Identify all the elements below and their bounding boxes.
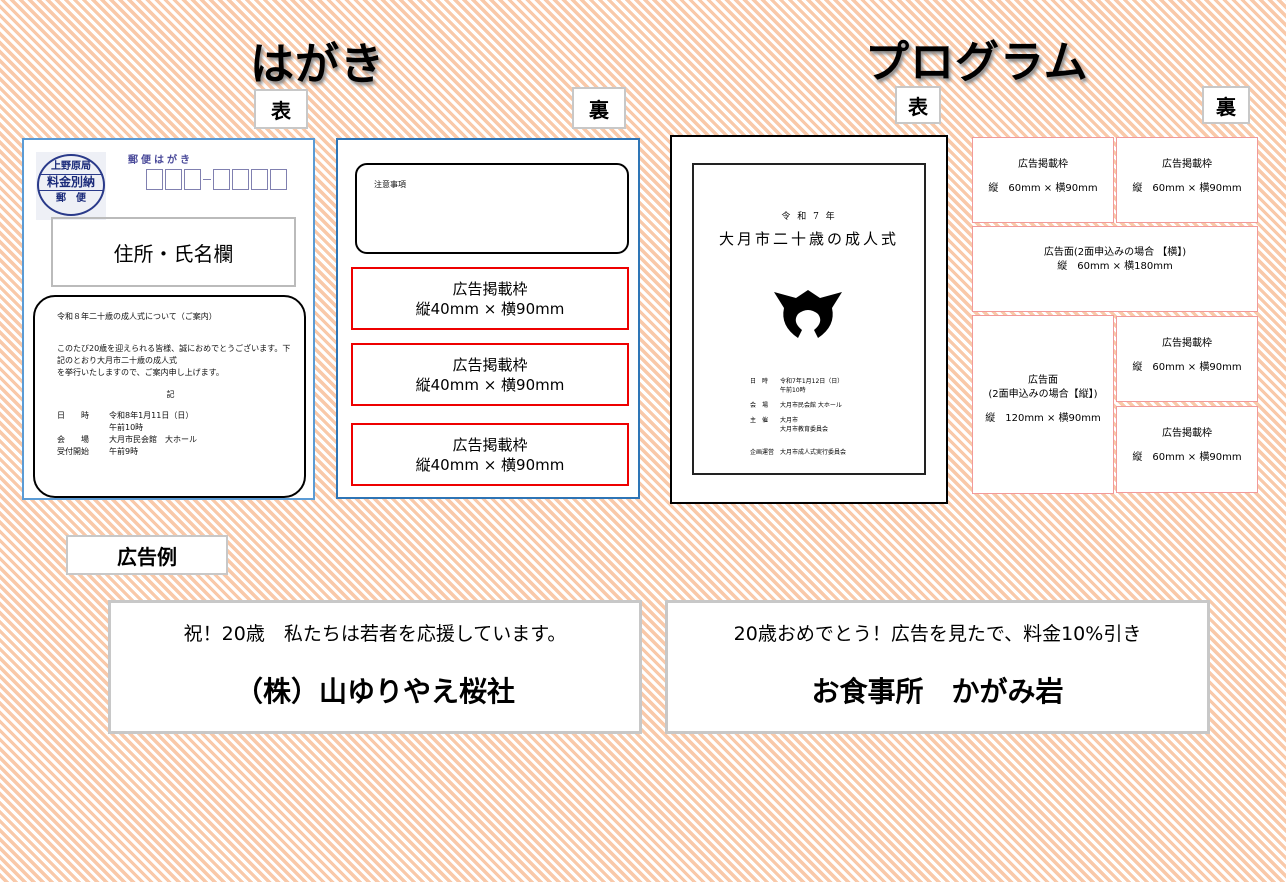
ad-frame-title: 広告掲載枠	[1018, 159, 1068, 170]
postage-stamp: 上野原局 料金別納 郵 便	[36, 152, 106, 220]
ad-example: 20歳おめでとう！広告を見たで、料金10%引き お食事所 かがみ岩	[665, 600, 1210, 734]
ad-frame-title: 広告掲載枠	[1162, 428, 1212, 439]
detail-key: 受付開始	[57, 447, 89, 456]
detail-value: 午前10時	[780, 387, 806, 394]
ad-frame-wide: 広告面(2面申込みの場合 【横】) 縦 60mm × 横180mm	[972, 226, 1258, 312]
detail-key: 会 場	[750, 402, 769, 409]
ad-frame: 広告掲載枠縦40mm × 横90mm	[351, 343, 629, 406]
detail-key	[750, 386, 780, 395]
detail-key: 主 催	[750, 417, 769, 424]
program-front-label: 表	[895, 86, 941, 124]
ad-frame-title: 広告掲載枠	[452, 436, 528, 454]
ad-example-sponsor: お食事所 かがみ岩	[811, 675, 1064, 708]
detail-row: 日 時 令和7年1月12日（日）	[750, 377, 846, 386]
detail-key: 日 時	[750, 378, 769, 385]
ad-frame: 広告掲載枠縦40mm × 横90mm	[351, 267, 629, 330]
detail-key	[57, 422, 109, 434]
detail-row: 日 時 令和8年1月11日（日）	[57, 410, 304, 422]
stamp-text: 郵 便	[56, 193, 86, 204]
detail-value: 大月市成人式実行委員会	[780, 449, 847, 456]
ad-frame-size: 縦40mm × 横90mm	[415, 376, 565, 394]
detail-value: 令和7年1月12日（日）	[780, 378, 844, 385]
program-year: 令 和 7 年	[781, 212, 837, 222]
city-emblem-icon	[774, 290, 842, 338]
detail-value: 令和8年1月11日（日）	[109, 411, 194, 420]
detail-value: 午前9時	[109, 447, 139, 456]
notes-box: 注意事項	[355, 163, 629, 254]
detail-key: 会 場	[57, 435, 89, 444]
ad-frame-title: 広告面(2面申込みの場合 【横】)	[1043, 247, 1187, 258]
hagaki-back: 注意事項 広告掲載枠縦40mm × 横90mm 広告掲載枠縦40mm × 横90…	[336, 138, 640, 499]
postal-code-boxes	[146, 169, 287, 190]
detail-row: 午前10時	[750, 386, 846, 395]
detail-row: 午前10時	[57, 422, 304, 434]
ad-frame-size: 縦 60mm × 横180mm	[1057, 261, 1173, 272]
notice-title: 令和８年二十歳の成人式について（ご案内）	[57, 312, 217, 321]
ad-frame-size: 縦 60mm × 横90mm	[1132, 452, 1242, 463]
ad-example-message: 20歳おめでとう！広告を見たで、料金10%引き	[733, 623, 1142, 645]
stamp-text: 料金別納	[39, 174, 103, 191]
program-title: プログラム	[865, 37, 1089, 88]
detail-row: 大月市教育委員会	[750, 425, 846, 434]
program-back-label: 裏	[1202, 86, 1250, 124]
detail-value: 午前10時	[109, 423, 144, 432]
stamp-text: 上野原局	[51, 161, 91, 172]
ad-frame: 広告掲載枠縦 60mm × 横90mm	[1116, 316, 1258, 402]
detail-key	[750, 425, 780, 434]
ki-label: 記	[166, 390, 175, 399]
program-event: 大月市二十歳の成人式	[718, 230, 899, 248]
notice-body: このたび20歳を迎えられる皆様、誠におめでとうございます。下記のとおり大月市二十…	[57, 344, 291, 365]
ad-frame-size: 縦 120mm × 横90mm	[985, 413, 1101, 424]
program-cover: 令 和 7 年 大月市二十歳の成人式 日 時 令和7年1月12日（日） 午前10時会…	[692, 163, 926, 475]
detail-value: 大月市教育委員会	[780, 426, 829, 433]
detail-row: 会 場 大月市民会館 大ホール	[750, 401, 846, 410]
ad-frame-size: 縦 60mm × 横90mm	[1132, 362, 1242, 373]
notes-label: 注意事項	[374, 180, 406, 189]
hagaki-back-label: 裏	[572, 87, 626, 129]
ad-frame-size: 縦 60mm × 横90mm	[1132, 183, 1242, 194]
detail-value: 大月市	[780, 417, 799, 424]
detail-value: 大月市民会館 大ホール	[780, 402, 842, 409]
hagaki-title: はがき	[250, 39, 385, 90]
ad-example-message: 祝！20歳 私たちは若者を応援しています。	[183, 623, 567, 645]
program-back: 広告掲載枠縦 60mm × 横90mm 広告掲載枠縦 60mm × 横90mm …	[970, 135, 1260, 497]
ad-frame-title: 広告掲載枠	[1162, 338, 1212, 349]
detail-row: 会 場 大月市民会館 大ホール	[57, 434, 304, 446]
hagaki-front: 上野原局 料金別納 郵 便 郵便はがき 住所・氏名欄 令和８年二十歳の成人式につ…	[22, 138, 315, 500]
notice-body: を挙行いたしますので、ご案内申し上げます。	[57, 368, 224, 377]
examples-label: 広告例	[66, 535, 228, 575]
ad-frame: 広告掲載枠縦 60mm × 横90mm	[1116, 137, 1258, 223]
ad-example-sponsor: （株）山ゆりやえ桜社	[234, 675, 515, 708]
hagaki-front-label: 表	[254, 89, 308, 129]
detail-key: 企画運営	[750, 449, 775, 456]
detail-key: 日 時	[57, 411, 89, 420]
ad-frame-title: 広告掲載枠	[1162, 159, 1212, 170]
ad-frame-title: 広告掲載枠	[452, 356, 528, 374]
ad-frame-size: 縦 60mm × 横90mm	[988, 183, 1098, 194]
notice-box: 令和８年二十歳の成人式について（ご案内） このたび20歳を迎えられる皆様、誠にお…	[33, 295, 306, 498]
detail-row: 企画運営大月市成人式実行委員会	[750, 448, 846, 457]
postcard-label: 郵便はがき	[128, 155, 193, 166]
address-field: 住所・氏名欄	[51, 217, 296, 287]
ad-frame-title: 広告掲載枠	[452, 280, 528, 298]
ad-example: 祝！20歳 私たちは若者を応援しています。 （株）山ゆりやえ桜社	[108, 600, 642, 734]
ad-frame: 広告掲載枠縦 60mm × 横90mm	[972, 137, 1114, 223]
program-front: 令 和 7 年 大月市二十歳の成人式 日 時 令和7年1月12日（日） 午前10時会…	[670, 135, 948, 504]
ad-frame-size: 縦40mm × 横90mm	[415, 300, 565, 318]
detail-value: 大月市民会館 大ホール	[109, 435, 197, 444]
ad-frame-subtitle: (2面申込みの場合【縦】)	[988, 389, 1098, 400]
ad-frame-size: 縦40mm × 横90mm	[415, 456, 565, 474]
detail-row: 主 催 大月市	[750, 416, 846, 425]
ad-frame: 広告掲載枠縦40mm × 横90mm	[351, 423, 629, 486]
ad-frame: 広告掲載枠縦 60mm × 横90mm	[1116, 406, 1258, 493]
detail-row: 受付開始 午前9時	[57, 446, 304, 458]
ad-frame-tall: 広告面 (2面申込みの場合【縦】) 縦 120mm × 横90mm	[972, 315, 1114, 494]
ad-frame-title: 広告面	[1028, 375, 1058, 386]
